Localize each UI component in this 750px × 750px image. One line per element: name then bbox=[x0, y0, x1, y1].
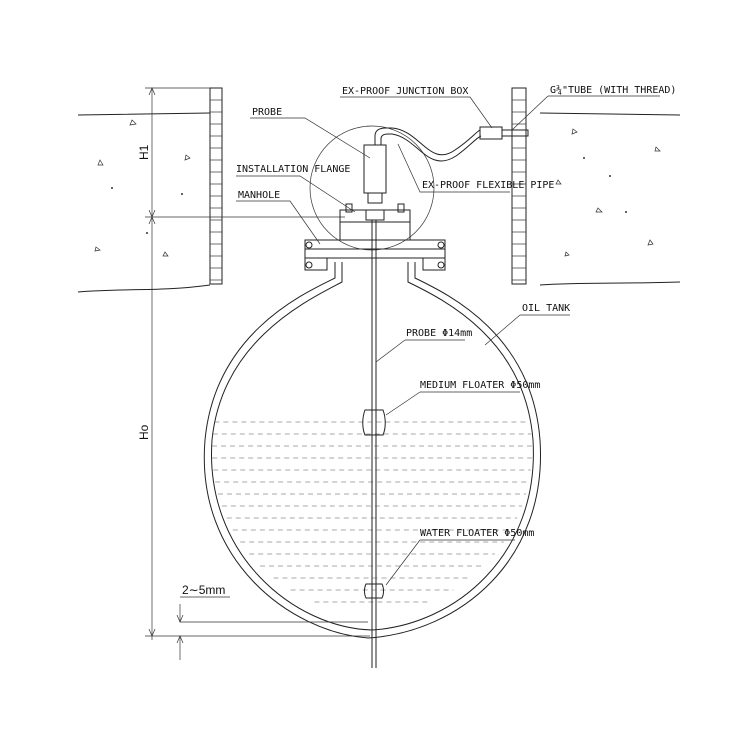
label-junction-box: EX-PROOF JUNCTION BOX bbox=[342, 86, 468, 97]
medium-floater bbox=[362, 409, 386, 436]
ground bbox=[77, 112, 681, 293]
label-tube: G¾"TUBE (WITH THREAD) bbox=[550, 84, 676, 96]
label-probe-top: PROBE bbox=[252, 107, 282, 118]
label-flexible-pipe: EX-PROOF FLEXIBLE PIPE bbox=[422, 180, 554, 191]
label-water-floater: WATER FLOATER Φ50mm bbox=[420, 528, 534, 539]
manhole-walls bbox=[209, 87, 527, 285]
label-manhole: MANHOLE bbox=[238, 190, 280, 201]
water-floater bbox=[364, 583, 384, 599]
label-oil-tank: OIL TANK bbox=[522, 303, 570, 314]
label-medium-floater: MEDIUM FLOATER Φ50mm bbox=[420, 380, 540, 391]
leader-lines bbox=[236, 95, 660, 586]
flexible-pipe bbox=[391, 127, 482, 162]
probe-rod bbox=[371, 220, 377, 668]
junction-box bbox=[479, 126, 529, 140]
probe-head bbox=[363, 127, 392, 221]
dimension-lines bbox=[145, 87, 370, 660]
installation-flange bbox=[304, 203, 446, 271]
label-installation-flange: INSTALLATION FLANGE bbox=[236, 164, 350, 175]
label-probe-dia: PROBE Φ14mm bbox=[406, 328, 472, 339]
dimension-h1: H1 bbox=[137, 144, 151, 160]
dimension-gap: 2∼5mm bbox=[182, 583, 225, 597]
dimension-h0: Ho bbox=[137, 424, 151, 440]
